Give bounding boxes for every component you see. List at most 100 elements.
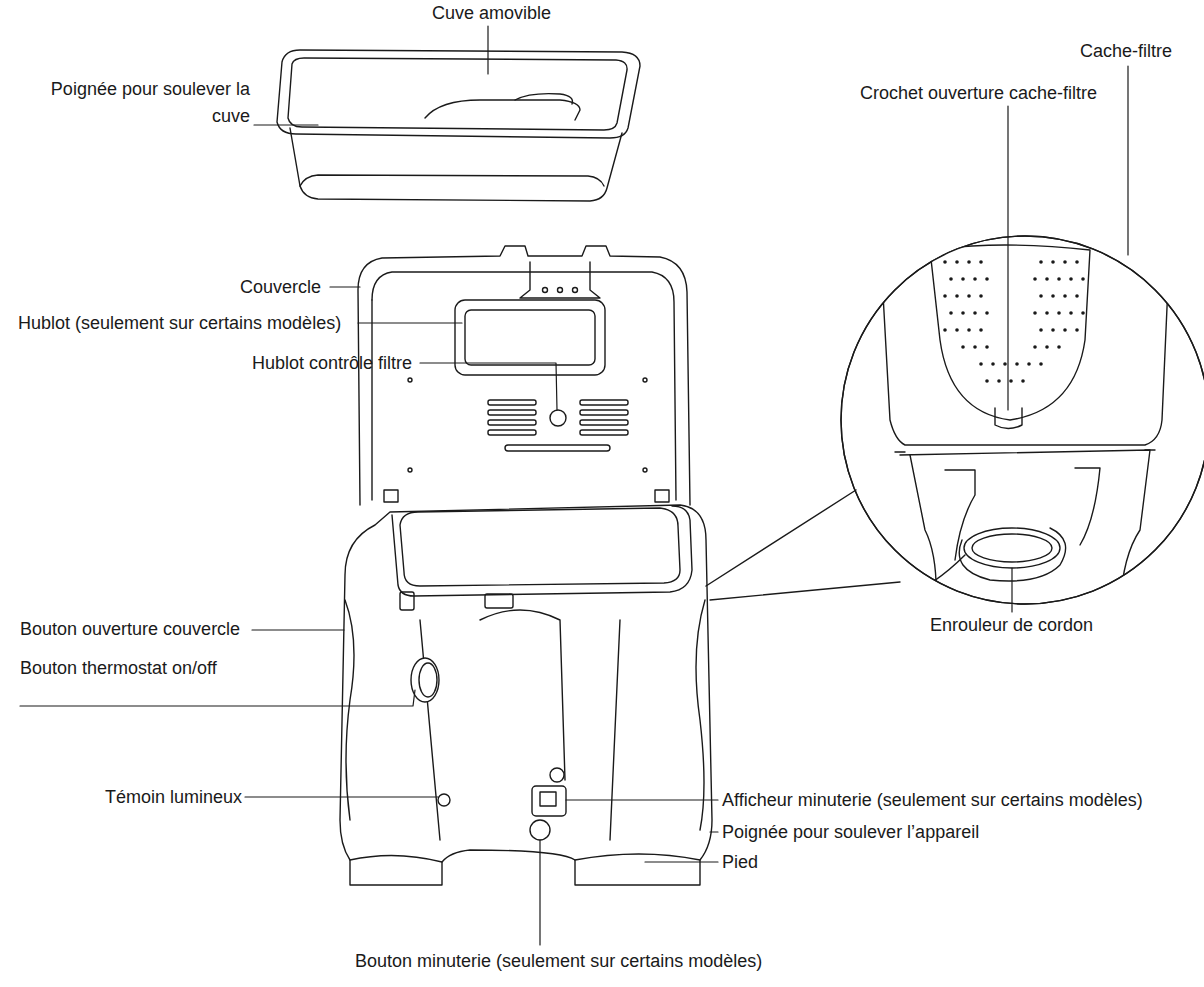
leader-lines-part <box>1007 106 1008 410</box>
back-view-inset-part-part-part <box>949 311 953 315</box>
back-view-inset-part-part <box>880 240 1170 445</box>
lid <box>358 246 690 505</box>
lid-part <box>488 410 536 415</box>
lid-part <box>580 420 628 425</box>
part-label: Pied <box>722 851 758 873</box>
back-view-inset-part-part <box>874 604 894 620</box>
fryer-body-part <box>438 794 450 806</box>
part-label: Hublot contrôle filtre <box>252 352 412 374</box>
leader-lines-part <box>330 286 360 287</box>
back-view-inset-part-part-part <box>985 379 989 383</box>
fryer-body-part <box>480 610 565 780</box>
removable-tank-part <box>277 50 640 138</box>
part-label: Crochet ouverture cache-filtre <box>860 82 1097 104</box>
back-view-inset-part-part-part <box>1075 294 1079 298</box>
back-view-inset-part-part-part <box>943 328 947 332</box>
fryer-body-part <box>411 658 439 702</box>
lid-part <box>384 490 398 502</box>
back-view-inset-part <box>706 490 856 586</box>
leader-lines-part <box>645 861 718 862</box>
leader-lines-part <box>358 322 462 323</box>
lid-part <box>505 445 610 451</box>
back-view-inset-part <box>841 236 1204 604</box>
leader-lines-part <box>20 690 415 706</box>
back-view-inset <box>706 236 1204 624</box>
lid-part <box>580 400 628 405</box>
leader-lines-part <box>252 629 344 630</box>
fryer-body-part <box>420 620 440 840</box>
lid-part <box>372 272 676 500</box>
back-view-inset-part-part-part <box>1033 345 1037 349</box>
leader-lines-part <box>539 840 540 945</box>
part-label: Témoin lumineux <box>105 786 242 808</box>
back-view-inset-part-part-part <box>1063 294 1067 298</box>
back-view-inset-part-part-part <box>985 311 989 315</box>
back-view-inset-part-part-part <box>973 311 977 315</box>
lid-part <box>488 420 536 425</box>
back-view-inset-part-part-part <box>1063 260 1067 264</box>
back-view-inset-part-part-part <box>1063 328 1067 332</box>
fryer-body-part <box>392 506 692 596</box>
fryer-body <box>340 505 712 885</box>
back-view-inset-part-part-part <box>955 260 959 264</box>
back-view-inset-part-part-part <box>961 345 965 349</box>
removable-tank <box>277 50 640 201</box>
fryer-body-part <box>532 786 566 816</box>
back-view-inset-part-part-part <box>1039 328 1043 332</box>
back-view-inset-part-part <box>964 528 1060 568</box>
leader-lines-part <box>566 799 718 800</box>
back-view-inset-part <box>866 240 1170 624</box>
back-view-inset-part-part-part <box>961 311 965 315</box>
lid-part <box>371 300 372 500</box>
back-view-inset-part-part <box>900 450 1150 620</box>
fryer-body-part <box>530 820 550 840</box>
back-view-inset-part-part-part <box>1039 294 1043 298</box>
back-view-inset-part-part-part <box>1069 311 1073 315</box>
back-view-inset-part-part <box>888 555 965 607</box>
back-view-inset-part-part-part <box>949 277 953 281</box>
part-label: Poignée pour soulever l’appareil <box>722 821 979 843</box>
lid-part <box>488 400 536 405</box>
back-view-inset-part-part-part <box>1057 345 1061 349</box>
fryer-body-part <box>419 663 437 697</box>
back-view-inset-part-part-part <box>979 294 983 298</box>
fryer-body-part <box>575 854 700 860</box>
lid-part <box>580 410 628 415</box>
leader-lines-part <box>420 363 557 410</box>
fryer-body-part <box>550 768 564 782</box>
lid-part <box>573 288 578 293</box>
back-view-inset-part <box>841 236 1204 604</box>
part-label: Couvercle <box>240 276 321 298</box>
part-label: Cache-filtre <box>1080 40 1172 62</box>
fryer-body-part <box>400 592 414 610</box>
back-view-inset-part-part-part <box>1003 362 1007 366</box>
fryer-body-part <box>340 505 712 885</box>
back-view-inset-part-part-part <box>1075 328 1079 332</box>
part-label: Afficheur minuterie (seulement sur certa… <box>722 789 1143 811</box>
part-label: Bouton minuterie (seulement sur certains… <box>355 950 762 972</box>
back-view-inset-part-part-part <box>979 260 983 264</box>
back-view-inset-part-part-part <box>955 328 959 332</box>
back-view-inset-part-part-part <box>1045 345 1049 349</box>
back-view-inset-part-part-part <box>1057 277 1061 281</box>
back-view-inset-part-part-part <box>1051 294 1055 298</box>
lid-part <box>408 468 412 472</box>
fryer-body-part <box>540 792 556 806</box>
lid-part <box>543 288 548 293</box>
part-label: Cuve amovible <box>432 2 551 24</box>
lid-part <box>408 378 412 382</box>
back-view-inset-part-part-part <box>943 294 947 298</box>
lid-part <box>465 310 595 365</box>
back-view-inset-part-part-part <box>967 328 971 332</box>
back-view-inset-part-part-part <box>1081 311 1085 315</box>
lid-part <box>643 468 647 472</box>
back-view-inset-part-part-part <box>1051 260 1055 264</box>
leader-lines-part <box>710 831 718 832</box>
back-view-inset-part-part <box>972 534 1052 562</box>
removable-tank-part <box>288 58 627 130</box>
lid-part <box>488 430 536 435</box>
removable-tank-part <box>515 94 573 104</box>
removable-tank-part <box>290 128 622 201</box>
fryer-body-part <box>345 600 354 820</box>
lid-part <box>550 410 566 426</box>
